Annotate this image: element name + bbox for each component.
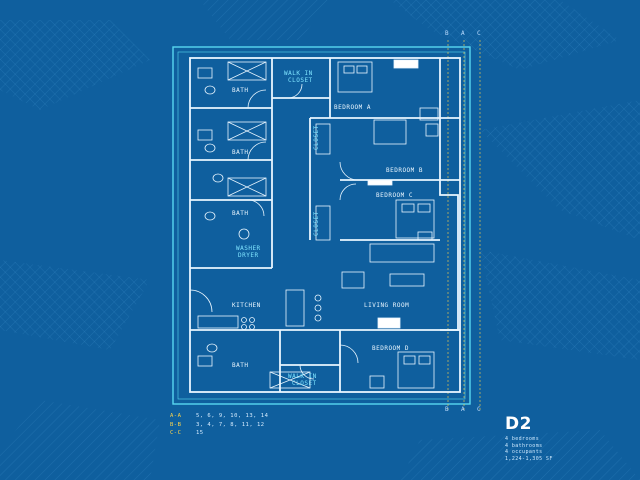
unit-legend: A-A 5, 6, 9, 10, 13, 14 B-B 3, 4, 7, 8, …	[170, 412, 268, 438]
fixtures	[197, 59, 439, 389]
walls	[189, 57, 461, 393]
unit-outline	[172, 46, 471, 405]
room-label-bath-2: BATH	[232, 149, 249, 156]
room-label-walkin-bottom-2: CLOSET	[292, 380, 317, 387]
room-label-bath-4: BATH	[232, 362, 249, 369]
room-label-dryer: DRYER	[238, 252, 259, 259]
legend-row: C-C 15	[170, 429, 268, 438]
room-label-kitchen: KITCHEN	[232, 302, 261, 309]
section-lines	[447, 40, 481, 410]
legend-code: C-C	[170, 430, 182, 436]
room-label-walkin-top-2: CLOSET	[288, 77, 313, 84]
room-label-walkin-bottom-1: WALK IN	[288, 373, 317, 380]
unit-type-title: D2	[505, 414, 532, 434]
room-label-bath-1: BATH	[232, 87, 249, 94]
room-label-bedroom-a: BEDROOM A	[334, 104, 372, 111]
legend-units: 3, 4, 7, 8, 11, 12	[196, 421, 265, 428]
legend-units: 15	[196, 430, 204, 436]
legend-units: 5, 6, 9, 10, 13, 14	[196, 413, 269, 419]
room-label-bedroom-d: BEDROOM D	[372, 345, 410, 352]
room-label-bedroom-c: BEDROOM C	[376, 192, 414, 199]
legend-code: A-A	[170, 413, 182, 419]
room-label-closet-b: CLOSET	[313, 125, 320, 150]
section-b-label-top: B	[445, 30, 449, 37]
unit-specs: 4 bedrooms 4 bathrooms 4 occupants 1,224…	[505, 436, 553, 462]
legend-row: B-B 3, 4, 7, 8, 11, 12	[170, 421, 268, 430]
legend-row: A-A 5, 6, 9, 10, 13, 14	[170, 412, 268, 421]
room-label-walkin-top-1: WALK IN	[284, 70, 313, 77]
room-label-bath-3: BATH	[232, 210, 249, 217]
room-label-living-room: LIVING ROOM	[364, 302, 410, 309]
section-a-label-bottom: A	[461, 406, 465, 413]
spec-bedrooms: 4 bedrooms	[505, 436, 540, 442]
room-label-closet-c: CLOSET	[313, 211, 320, 236]
doors	[189, 83, 359, 380]
room-label-bedroom-b: BEDROOM B	[386, 167, 424, 174]
spec-bathrooms: 4 bathrooms	[505, 442, 543, 449]
section-a-label-top: A	[461, 30, 465, 37]
spec-area: 1,224-1,305 SF	[505, 455, 553, 462]
section-c-label-top: C	[477, 30, 481, 37]
room-label-washer: WASHER	[236, 245, 261, 252]
spec-occupants: 4 occupants	[505, 449, 543, 455]
section-b-label-bottom: B	[445, 406, 449, 413]
legend-code: B-B	[170, 421, 182, 428]
section-c-label-bottom: C	[477, 406, 481, 413]
